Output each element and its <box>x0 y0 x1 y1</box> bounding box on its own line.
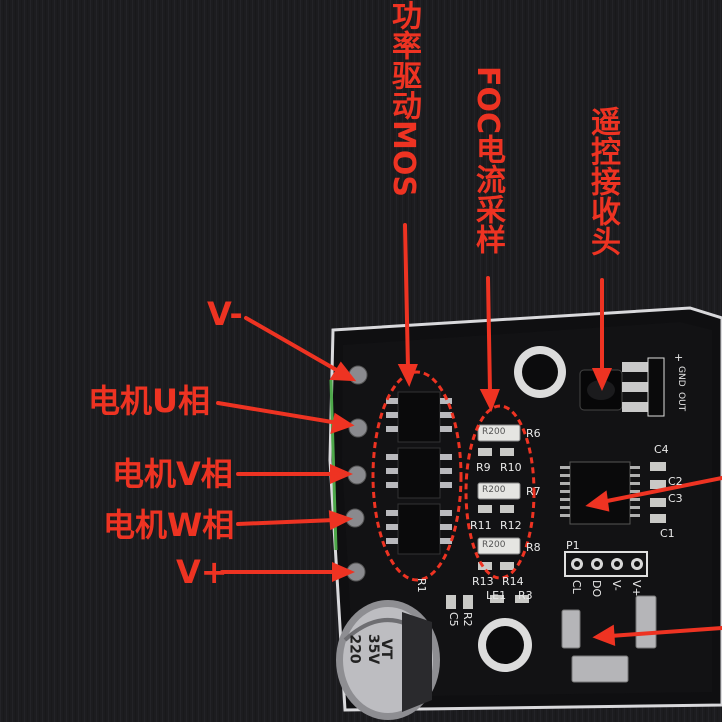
pad-u <box>348 418 368 438</box>
electrolytic-capacitor <box>336 600 440 720</box>
label-v-plus: V+ <box>176 553 228 591</box>
arrow-u <box>216 401 340 425</box>
arrow-vminus <box>244 316 342 374</box>
silk-do: DO <box>590 580 603 598</box>
silk-r10: R10 <box>500 461 522 474</box>
silk-c1: C1 <box>660 527 675 540</box>
annotation-arrows <box>216 223 722 646</box>
silk-ir-plus: + <box>674 351 684 364</box>
shunt-label-2: R200 <box>482 485 506 495</box>
silk-r3: R3 <box>518 589 533 602</box>
mos-highlight-ellipse <box>371 370 463 582</box>
silk-p1: P1 <box>566 539 580 552</box>
mosfet-chips <box>386 391 452 555</box>
silk-r6: R6 <box>526 427 541 440</box>
silk-pin-vminus: V- <box>610 580 623 591</box>
silk-r8: R8 <box>526 541 541 554</box>
arrow-mos <box>403 223 410 370</box>
silk-ir-gnd: GND <box>676 366 686 387</box>
pad-vminus <box>348 365 368 385</box>
silk-r11: R11 <box>470 519 492 532</box>
silk-c5: C5 <box>447 612 460 627</box>
small-smd-parts <box>446 448 666 609</box>
silk-c2: C2 <box>668 475 683 488</box>
controller-ic <box>569 461 631 525</box>
label-motor-v: 电机V相 <box>112 455 233 493</box>
silk-r2: R2 <box>461 612 474 627</box>
label-remote-receiver: 遥控接收头 <box>585 106 620 256</box>
shunt-resistors <box>477 424 521 555</box>
silk-c4: C4 <box>654 443 669 456</box>
foc-highlight-ellipse <box>464 404 536 580</box>
silk-r1: R1 <box>415 578 428 593</box>
silk-le1: LE1 <box>486 589 507 602</box>
label-motor-u: 电机U相 <box>88 382 210 420</box>
ir-receiver <box>579 357 665 417</box>
silk-r14: R14 <box>502 575 524 588</box>
silk-cl: CL <box>570 580 583 594</box>
shunt-label-1: R200 <box>482 427 506 437</box>
silk-r9: R9 <box>476 461 491 474</box>
arrow-ic <box>600 476 722 504</box>
silk-pin-vplus: V+ <box>630 580 643 597</box>
arrow-foc <box>486 276 492 394</box>
label-motor-w: 电机W相 <box>103 506 235 544</box>
silk-r12: R12 <box>500 519 522 532</box>
p1-header <box>564 551 648 577</box>
silk-r7: R7 <box>526 485 541 498</box>
cap-value: 220 <box>346 634 363 664</box>
label-v-minus: V- <box>207 295 243 333</box>
arrow-w <box>236 518 337 526</box>
label-power-mos: 功率驱动MOS <box>386 0 421 197</box>
shunt-label-3: R200 <box>482 540 506 550</box>
silk-ir-out: OUT <box>676 392 686 412</box>
silk-c3: C3 <box>668 492 683 505</box>
motor-pads <box>345 365 368 582</box>
arrow-pads <box>608 626 722 638</box>
cap-type: VT <box>378 638 395 660</box>
ic-pins <box>560 466 640 517</box>
mounting-holes <box>478 346 566 672</box>
label-foc-sampling: FOC电流采样 <box>470 66 505 255</box>
silk-r13: R13 <box>472 575 494 588</box>
